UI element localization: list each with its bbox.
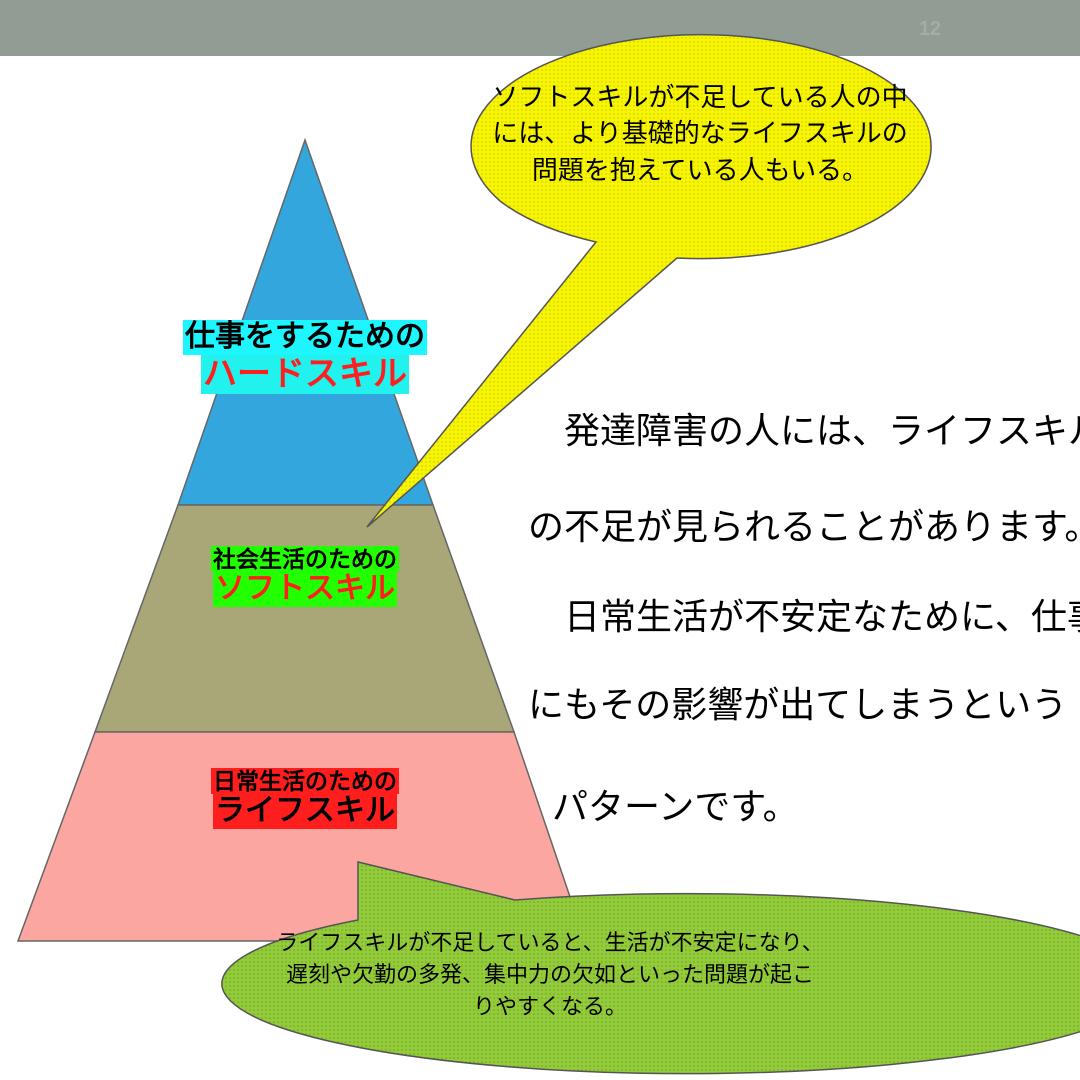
pyramid-middle-label: 社会生活のための ソフトスキル <box>160 546 450 607</box>
life-skill-title: ライフスキル <box>213 794 397 829</box>
body-text-line: にもその影響が出てしまうという <box>528 685 1068 726</box>
yellow-callout-line: には、より基礎的なライフスキルの <box>492 119 908 150</box>
hard-skill-title: ハードスキル <box>201 354 409 394</box>
body-text-line: 日常生活が不安定なために、仕事 <box>528 597 1080 638</box>
body-text-line: の不足が見られることがあります。 <box>528 507 1080 548</box>
green-callout-line: りやすくなる。 <box>472 994 627 1020</box>
body-text-line: パターンです。 <box>552 787 799 828</box>
body-text-line: 発達障害の人には、ライフスキル <box>528 411 1080 452</box>
green-speech-bubble <box>221 861 1080 1075</box>
green-callout-text: ライフスキルが不足していると、生活が不安定になり、 遅刻や欠勤の多発、集中力の欠… <box>220 928 880 1024</box>
pyramid-bottom-label: 日常生活のための ライフスキル <box>160 768 450 829</box>
yellow-speech-bubble <box>366 33 932 528</box>
soft-skill-title: ソフトスキル <box>213 572 397 607</box>
pyramid-top-label: 仕事をするための ハードスキル <box>160 320 450 394</box>
green-callout-line: ライフスキルが不足していると、生活が不安定になり、 <box>276 931 824 956</box>
hard-skill-caption: 仕事をするための <box>183 320 427 355</box>
page-number: 12 <box>918 18 942 40</box>
life-skill-caption: 日常生活のための <box>211 768 399 795</box>
green-callout-line: 遅刻や欠勤の多発、集中力の欠如といった問題が起こ <box>285 962 814 988</box>
yellow-callout-text: ソフトスキルが不足している人の中 には、より基礎的なライフスキルの 問題を抱えて… <box>440 80 960 189</box>
header-bar <box>0 0 1080 56</box>
pyramid-middle-layer <box>93 504 516 733</box>
soft-skill-caption: 社会生活のための <box>211 546 399 573</box>
yellow-callout-line: ソフトスキルが不足している人の中 <box>492 83 908 113</box>
yellow-callout-line: 問題を抱えている人もいる。 <box>531 155 869 186</box>
